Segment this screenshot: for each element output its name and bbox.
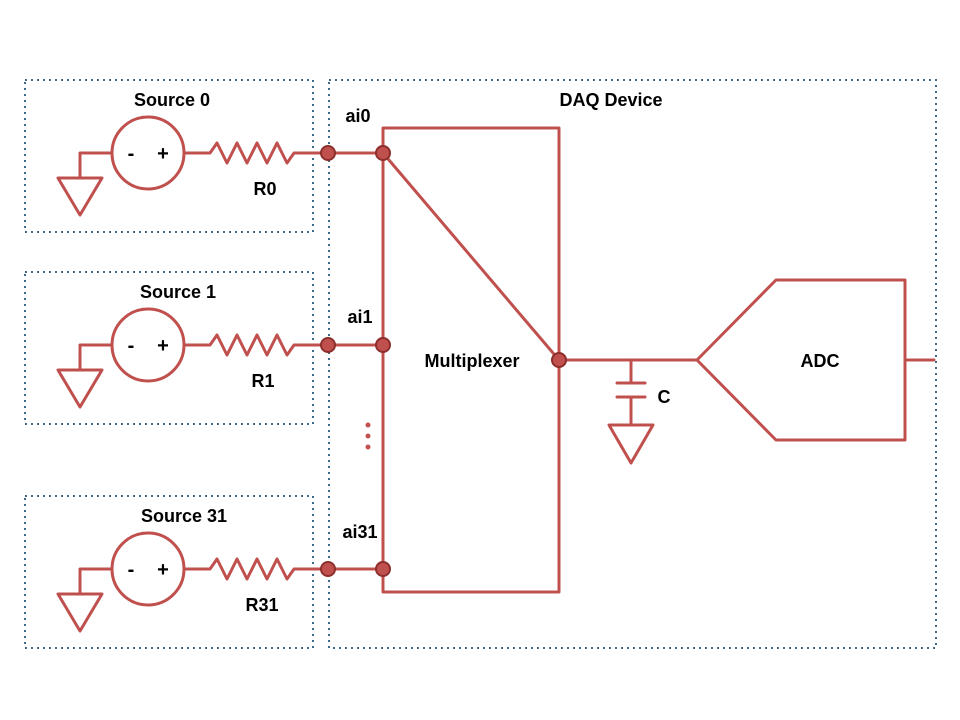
daq-device-box	[328, 79, 937, 649]
ai31-pin	[375, 561, 391, 577]
source-31-terminal	[320, 561, 336, 577]
source-1-ground-symbol	[56, 368, 104, 409]
ai31-label: ai31	[342, 522, 377, 542]
source-0-plus-sign: +	[157, 143, 169, 165]
multiplexer-block	[381, 126, 561, 594]
source-0-voltage-source	[110, 115, 186, 191]
source-1-voltage-source	[110, 307, 186, 383]
source-31-title: Source 31	[141, 506, 227, 526]
source-1-box	[24, 271, 314, 425]
multiplexer-label: Multiplexer	[424, 351, 519, 371]
source-1-ground-wire	[78, 343, 114, 372]
source-1-resistor	[182, 333, 332, 357]
source-0-resistor-label: R0	[253, 179, 276, 199]
continuation-dot-2	[365, 433, 371, 439]
daq-device-title: DAQ Device	[559, 90, 662, 110]
source-31-group: Source 31 - + R31	[24, 495, 332, 649]
source-0-group: Source 0 - + R0	[24, 79, 332, 233]
source-31-resistor	[182, 557, 332, 581]
source-1-title: Source 1	[140, 282, 216, 302]
source-31-ground-wire	[78, 567, 114, 596]
continuation-dot-3	[365, 444, 371, 450]
source-31-voltage-source	[110, 531, 186, 607]
source-0-minus-sign: -	[128, 143, 135, 165]
source-31-plus-sign: +	[157, 559, 169, 581]
capacitor-label: C	[658, 387, 671, 407]
adc-label: ADC	[801, 351, 840, 371]
source-0-box	[24, 79, 314, 233]
ai0-label: ai0	[345, 106, 370, 126]
source-1-group: Source 1 - + R1	[24, 271, 332, 425]
multiplexer-output-pin	[551, 352, 567, 368]
multiplexer-switch	[381, 151, 561, 362]
source-1-minus-sign: -	[128, 335, 135, 357]
source-0-resistor	[182, 141, 332, 165]
capacitor-ground-symbol	[607, 423, 655, 465]
source-31-minus-sign: -	[128, 559, 135, 581]
ai1-pin	[375, 337, 391, 353]
ai0-pin	[375, 145, 391, 161]
source-1-terminal	[320, 337, 336, 353]
source-1-plus-sign: +	[157, 335, 169, 357]
source-31-resistor-label: R31	[245, 595, 278, 615]
source-0-terminal	[320, 145, 336, 161]
source-0-title: Source 0	[134, 90, 210, 110]
source-31-ground-symbol	[56, 592, 104, 633]
source-1-resistor-label: R1	[251, 371, 274, 391]
source-0-ground-wire	[78, 151, 114, 180]
source-0-ground-symbol	[56, 176, 104, 217]
source-31-box	[24, 495, 314, 649]
continuation-dot-1	[365, 422, 371, 428]
ai1-label: ai1	[347, 307, 372, 327]
daq-device-group: DAQ Device Multiplexer C ADC ai0 ai1 ai3…	[328, 79, 937, 649]
